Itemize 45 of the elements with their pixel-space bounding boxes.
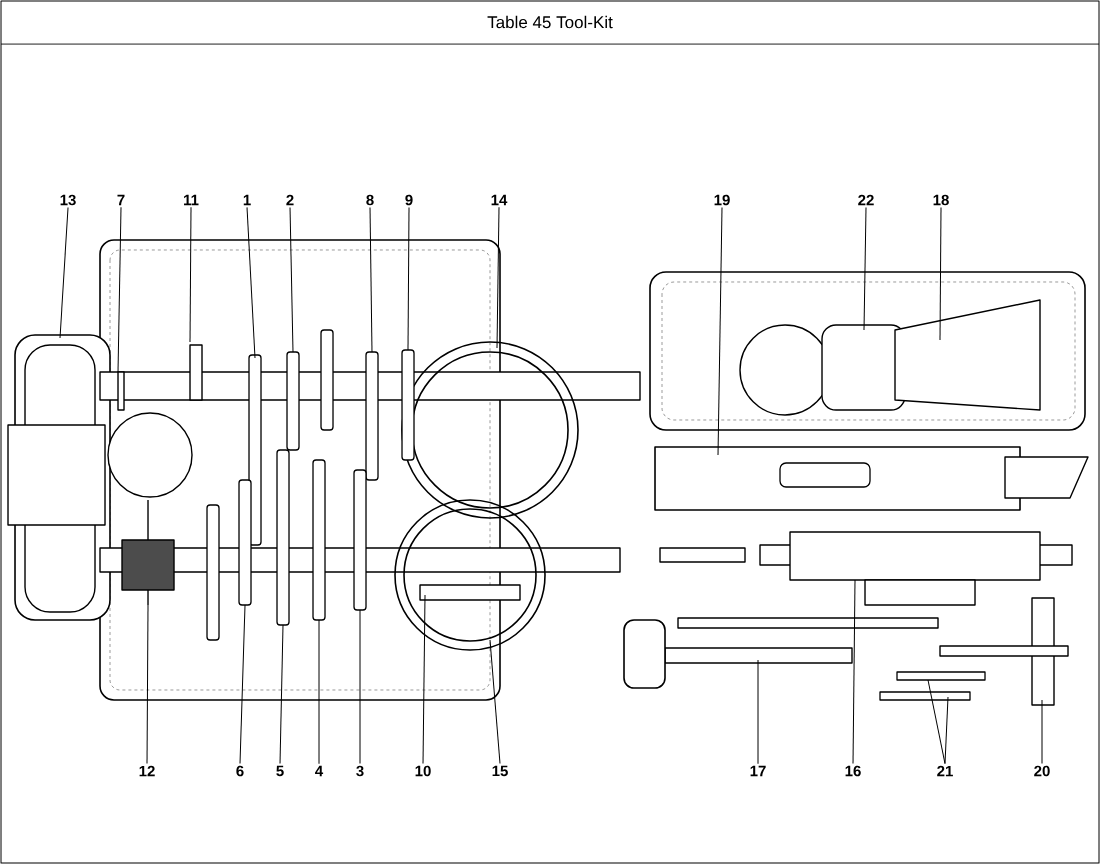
leader-line [863,206,867,331]
leader-line [944,696,949,765]
leader-line [407,207,410,351]
callout-number: 14 [491,194,508,206]
leader-line [289,206,294,353]
leader-line [1041,699,1043,764]
leader-line [279,624,284,765]
leader-line [239,604,246,764]
leader-line [117,206,122,373]
callout-number: 20 [1034,765,1050,777]
leader-line [359,609,361,764]
leader-line [246,206,256,359]
callout-number: 15 [492,765,508,777]
leader-line [369,207,373,353]
callout-number: 8 [366,194,374,206]
callout-number: 4 [315,765,324,777]
callout-number: 16 [845,765,861,777]
leader-line [422,594,426,764]
leader-line [717,207,723,456]
callout-number: 2 [286,194,294,206]
callout-number: 6 [236,765,244,777]
callout-number: 19 [714,194,730,206]
leader-line [318,619,320,765]
callout-number: 7 [117,194,125,206]
leader-line [189,206,192,343]
callout-number: 21 [937,765,953,777]
callout-number: 17 [750,765,766,777]
callout-number: 13 [60,194,76,206]
callout-number: 11 [184,194,199,206]
leader-line [852,579,856,764]
callout-number: 9 [405,194,413,206]
callout-number: 1 [243,194,251,206]
callout-number: 22 [858,194,874,206]
table-title: Table 45 Tool-Kit [487,15,613,29]
callout-number: 12 [139,765,155,777]
leader-line [939,207,942,341]
leader-line [59,207,69,339]
callout-number: 18 [933,194,949,206]
callout-number: 5 [276,765,284,777]
leader-line [489,639,501,765]
leader-line [496,206,500,349]
callout-number: 3 [356,765,364,777]
leader-line [757,659,759,765]
leader-line [146,604,149,765]
callout-number: 10 [415,765,431,777]
